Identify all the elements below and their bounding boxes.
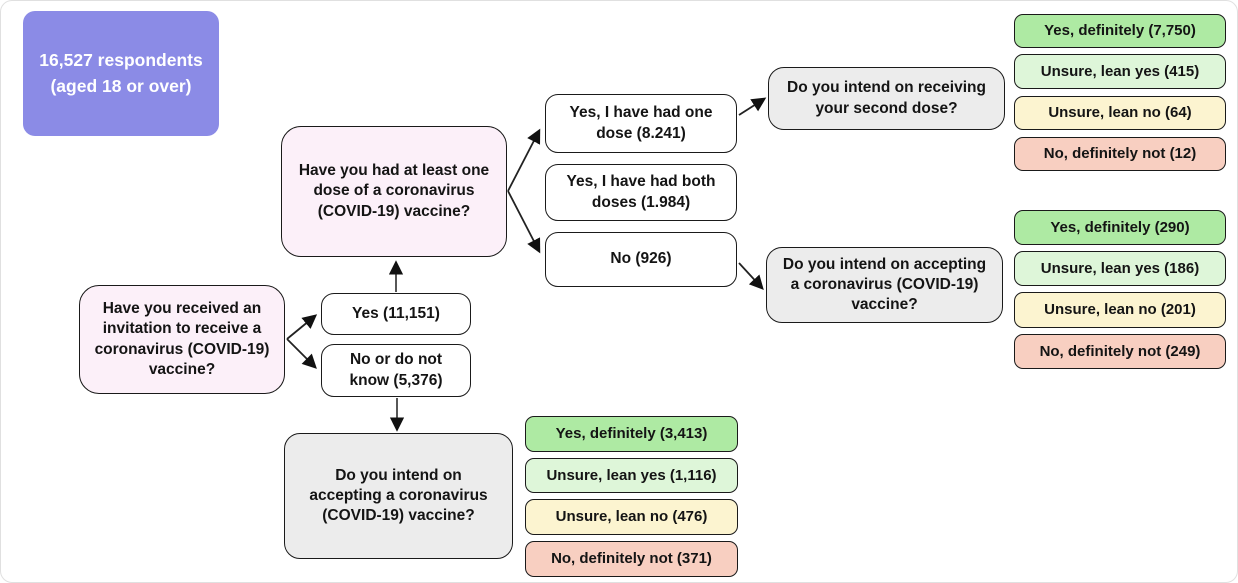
outcome-no-invite-no: No, definitely not (371) [525, 541, 738, 577]
outcome-accept-after-no-lean-no: Unsure, lean no (201) [1014, 292, 1226, 328]
outcome-accept-after-no-yes: Yes, definitely (290) [1014, 210, 1226, 245]
answer-both-doses-box: Yes, I have had both doses (1.984) [545, 164, 737, 221]
answer-one-dose-box: Yes, I have had one dose (8.241) [545, 94, 737, 153]
outcome-accept-after-no-lean-yes: Unsure, lean yes (186) [1014, 251, 1226, 286]
answer-no-dose-box: No (926) [545, 232, 737, 287]
question-second-dose-box: Do you intend on receiving your second d… [768, 67, 1005, 130]
question-accept-no-invite-box: Do you intend on accepting a coronavirus… [284, 433, 513, 559]
outcome-second-dose-lean-yes: Unsure, lean yes (415) [1014, 54, 1226, 89]
answer-invitation-yes-box: Yes (11,151) [321, 293, 471, 335]
outcome-no-invite-yes: Yes, definitely (3,413) [525, 416, 738, 452]
answer-invitation-no-box: No or do not know (5,376) [321, 344, 471, 397]
outcome-no-invite-lean-no: Unsure, lean no (476) [525, 499, 738, 535]
outcome-second-dose-yes: Yes, definitely (7,750) [1014, 14, 1226, 48]
outcome-accept-after-no-no: No, definitely not (249) [1014, 334, 1226, 369]
question-one-dose-box: Have you had at least one dose of a coro… [281, 126, 507, 257]
outcome-second-dose-no: No, definitely not (12) [1014, 137, 1226, 171]
question-invitation-box: Have you received an invitation to recei… [79, 285, 285, 394]
outcome-second-dose-lean-no: Unsure, lean no (64) [1014, 96, 1226, 130]
outcome-no-invite-lean-yes: Unsure, lean yes (1,116) [525, 458, 738, 493]
respondents-total-box: 16,527 respondents (aged 18 or over) [23, 11, 219, 136]
question-accept-after-no-box: Do you intend on accepting a coronavirus… [766, 247, 1003, 323]
